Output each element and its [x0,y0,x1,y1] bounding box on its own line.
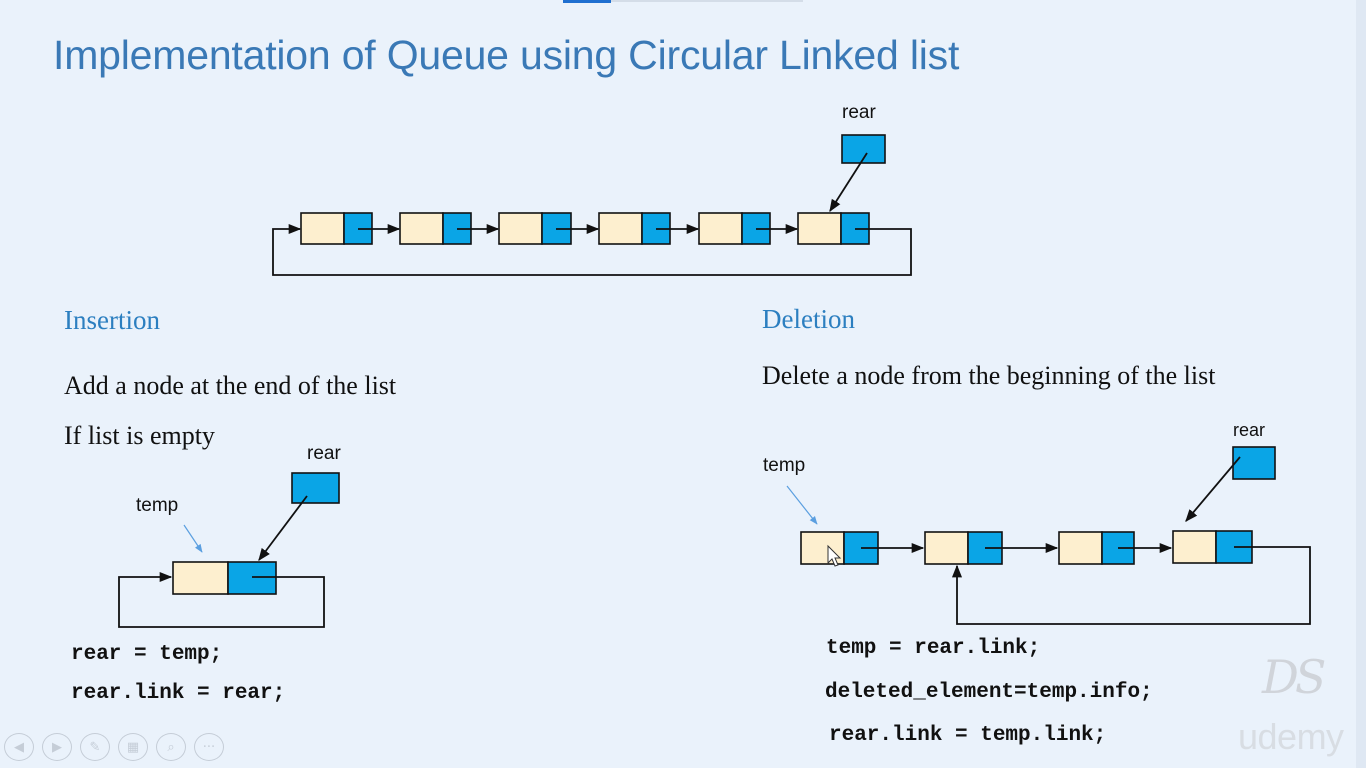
next-slide-button[interactable]: ▶ [42,733,72,761]
deletion-code-line-3: rear.link = temp.link; [829,724,1107,747]
slide-title: Implementation of Queue using Circular L… [53,32,960,78]
list-node-5 [698,212,771,245]
rear-pointer-arrow [829,152,868,213]
pen-tool-button[interactable]: ✎ [80,733,110,761]
udemy-logo: udemy [1238,716,1344,757]
deletion-description: Delete a node from the beginning of the … [762,361,1216,390]
ds-logo: DS [1262,650,1326,704]
top-circular-list [272,134,912,276]
list-node-3 [498,212,572,245]
deletion-code-line-1: temp = rear.link; [826,637,1041,660]
rear-pointer-box [841,134,886,164]
insertion-description: Add a node at the end of the list [64,371,397,400]
insertion-temp-label: temp [136,495,179,516]
rear-link-to-second-node [951,546,1311,625]
list-node-4 [1172,530,1253,564]
insertion-condition: If list is empty [64,421,215,450]
list-node-1 [800,531,879,565]
rear-pointer-box [1232,446,1276,480]
slideshow-toolbar: ◀ ▶ ✎ ▦ ⌕ ··· [4,733,224,761]
deletion-code-line-2: deleted_element=temp.info; [825,681,1153,704]
temp-pointer-arrow [183,524,203,553]
deletion-diagram [786,446,1311,625]
rear-pointer-arrow [1185,456,1241,522]
list-node-1 [300,212,373,245]
rear-label: rear [842,102,876,123]
previous-slide-button[interactable]: ◀ [4,733,34,761]
deletion-temp-label: temp [763,455,806,476]
circular-return-link [272,223,912,276]
insertion-code-line-1: rear = temp; [71,643,223,666]
list-node-6 [797,212,870,245]
insertion-rear-label: rear [307,443,341,464]
deletion-heading: Deletion [762,304,855,334]
window-edge [1356,0,1366,768]
rear-pointer-arrow [258,495,308,562]
self-loop-link [118,571,325,628]
deletion-rear-label: rear [1233,420,1266,440]
rear-pointer-box [291,472,340,504]
insertion-heading: Insertion [64,305,160,335]
temp-pointer-arrow [786,485,818,525]
list-node-3 [1058,531,1135,565]
mouse-cursor-icon [827,544,842,567]
slides-overview-button[interactable]: ▦ [118,733,148,761]
insertion-code-line-2: rear.link = rear; [71,682,286,705]
list-node-2 [399,212,472,245]
more-options-button[interactable]: ··· [194,733,224,761]
zoom-button[interactable]: ⌕ [156,733,186,761]
slide-progress-track [611,0,803,2]
list-node-2 [924,531,1003,565]
slide-progress-indicator [563,0,611,3]
list-node-4 [598,212,671,245]
